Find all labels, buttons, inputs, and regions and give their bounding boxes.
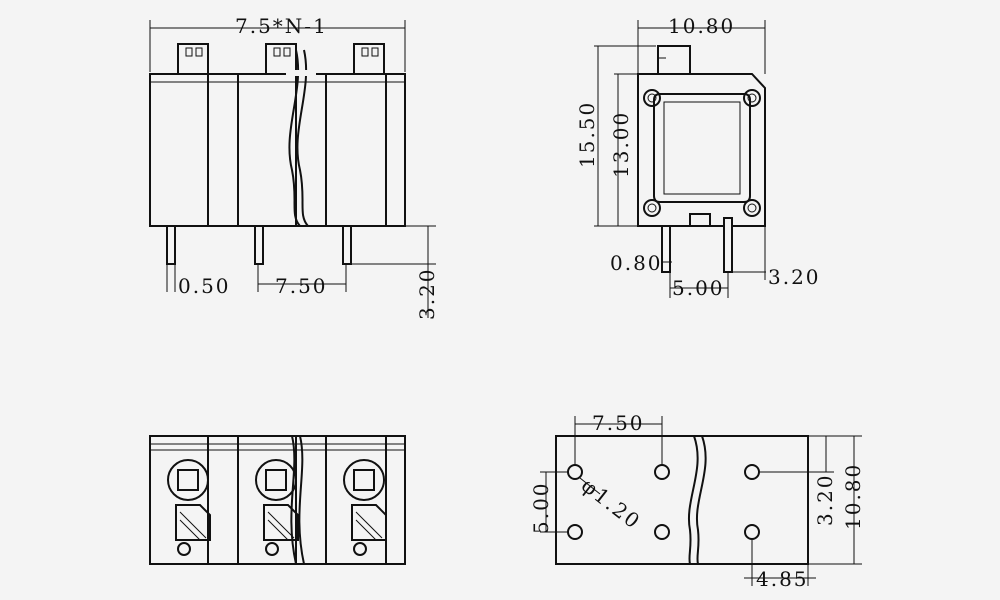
pitch-label: 7.50 [275, 274, 328, 298]
top-view [149, 435, 406, 565]
pins [166, 225, 352, 265]
side-view: 10.80 15.50 13.00 0.80 [575, 14, 821, 300]
footprint-holes [567, 464, 760, 540]
edge-offset-label: 4.85 [756, 567, 809, 591]
pole-1 [167, 459, 211, 556]
pin-width-label: 0.50 [178, 274, 231, 298]
side-body [637, 73, 766, 227]
pole-3 [343, 459, 387, 556]
footprint-pitch-label: 7.50 [592, 411, 645, 435]
terminal-body [149, 73, 406, 227]
front-view: 7.5*N-1 [149, 14, 439, 320]
side-body-height-label: 13.00 [609, 111, 633, 178]
side-total-height-label: 15.50 [575, 101, 599, 168]
overall-width-label: 7.5*N-1 [235, 14, 328, 38]
side-pin-width-label: 0.80 [610, 251, 663, 275]
pin-height-label: 3.20 [415, 267, 439, 320]
side-pin-spacing-label: 5.00 [672, 276, 725, 300]
side-pin-offset-label: 3.20 [768, 265, 821, 289]
side-width-label: 10.80 [668, 14, 735, 38]
pole-2 [255, 459, 299, 556]
footprint-depth-label: 10.80 [841, 463, 865, 530]
row-offset-label: 3.20 [813, 473, 837, 526]
top-clips [177, 43, 385, 75]
row-spacing-label: 5.00 [529, 481, 553, 534]
pcb-footprint: 7.50 φ1.20 5.00 3.20 10.80 4.85 [529, 411, 865, 591]
